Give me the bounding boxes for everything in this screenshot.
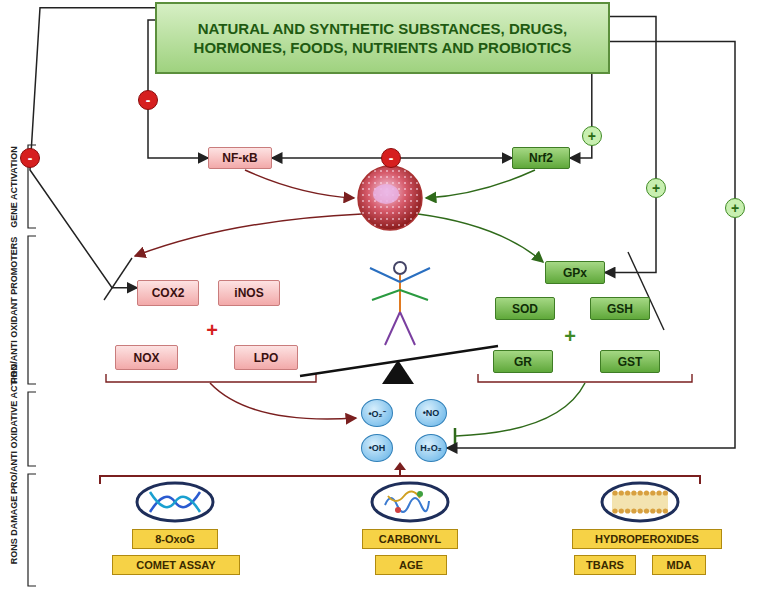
effect-sign: +	[582, 126, 602, 146]
node-text: GPx	[563, 266, 587, 280]
prooxidant-box: iNOS	[218, 280, 280, 306]
node-text: GST	[618, 355, 643, 369]
balance	[300, 262, 498, 384]
membrane-icon	[602, 483, 678, 521]
row-label: PRO/ANTI OXIDATIVE ACTION	[9, 364, 19, 494]
row-label: RONS DAMAGE	[9, 496, 19, 565]
ros-circle: •OH	[361, 434, 393, 462]
protein-icon	[372, 483, 448, 521]
effect-sign: -	[138, 90, 158, 110]
node-text: •OH	[369, 443, 386, 453]
damage-marker: TBARS	[574, 555, 636, 575]
prooxidant-box: COX2	[137, 280, 199, 306]
row-label: PRO/ANTI OXIDANT PROMOTERS	[9, 237, 19, 384]
connector	[605, 16, 656, 272]
antioxidant-box: SOD	[495, 297, 555, 320]
source-box: NATURAL AND SYNTHETIC SUBSTANCES, DRUGS,…	[155, 2, 610, 74]
effect-sign: -	[381, 148, 401, 168]
node-text: NOX	[133, 351, 159, 365]
antioxidant-box: GSH	[590, 297, 650, 320]
node-text: COMET ASSAY	[136, 559, 215, 571]
row-bracket	[28, 145, 36, 586]
node-text: NATURAL AND SYNTHETIC SUBSTANCES, DRUGS,…	[167, 19, 598, 57]
node-text: LPO	[254, 351, 279, 365]
damage-marker: CARBONYL	[362, 529, 458, 549]
connector	[447, 42, 735, 448]
node-text: iNOS	[234, 286, 263, 300]
node-text: GR	[514, 355, 532, 369]
ros-circle: •O₂⁻	[361, 399, 393, 427]
damage-marker: AGE	[375, 555, 447, 575]
node-text: TBARS	[586, 559, 624, 571]
node-text: CARBONYL	[379, 533, 441, 545]
cell-nucleus	[358, 166, 422, 230]
connector	[30, 8, 155, 288]
damage-marker: COMET ASSAY	[112, 555, 240, 575]
node-text: Nrf2	[529, 151, 553, 165]
prooxidant-box: LPO	[234, 345, 298, 370]
ros-circle: H₂O₂	[415, 434, 447, 462]
antioxidant-box: GPx	[545, 261, 605, 284]
damage-marker: 8-OxoG	[132, 529, 218, 549]
antioxidant-box: GST	[600, 350, 660, 373]
damage-marker: HYDROPEROXIDES	[572, 529, 722, 549]
dna-icon	[137, 483, 213, 521]
node-text: H₂O₂	[420, 443, 442, 453]
node-text: MDA	[666, 559, 691, 571]
gene-box: Nrf2	[512, 147, 570, 169]
node-text: NF-κB	[222, 151, 257, 165]
effect-sign: -	[20, 148, 40, 168]
node-text: HYDROPEROXIDES	[595, 533, 699, 545]
node-text: AGE	[399, 559, 423, 571]
sum-sign: +	[564, 325, 576, 348]
node-text: •NO	[423, 408, 440, 418]
node-text: COX2	[152, 286, 185, 300]
effect-sign: +	[725, 198, 745, 218]
effect-sign: +	[646, 178, 666, 198]
row-label: GENE ACTIVATION	[9, 146, 19, 227]
sum-sign: +	[206, 319, 218, 342]
gene-box: NF-κB	[208, 147, 272, 169]
antioxidant-box: GR	[493, 350, 553, 373]
ros-circle: •NO	[415, 399, 447, 427]
damage-marker: MDA	[652, 555, 706, 575]
node-text: 8-OxoG	[155, 533, 195, 545]
prooxidant-box: NOX	[115, 345, 178, 370]
node-text: SOD	[512, 302, 538, 316]
node-text: •O₂⁻	[368, 407, 385, 420]
node-text: GSH	[607, 302, 633, 316]
